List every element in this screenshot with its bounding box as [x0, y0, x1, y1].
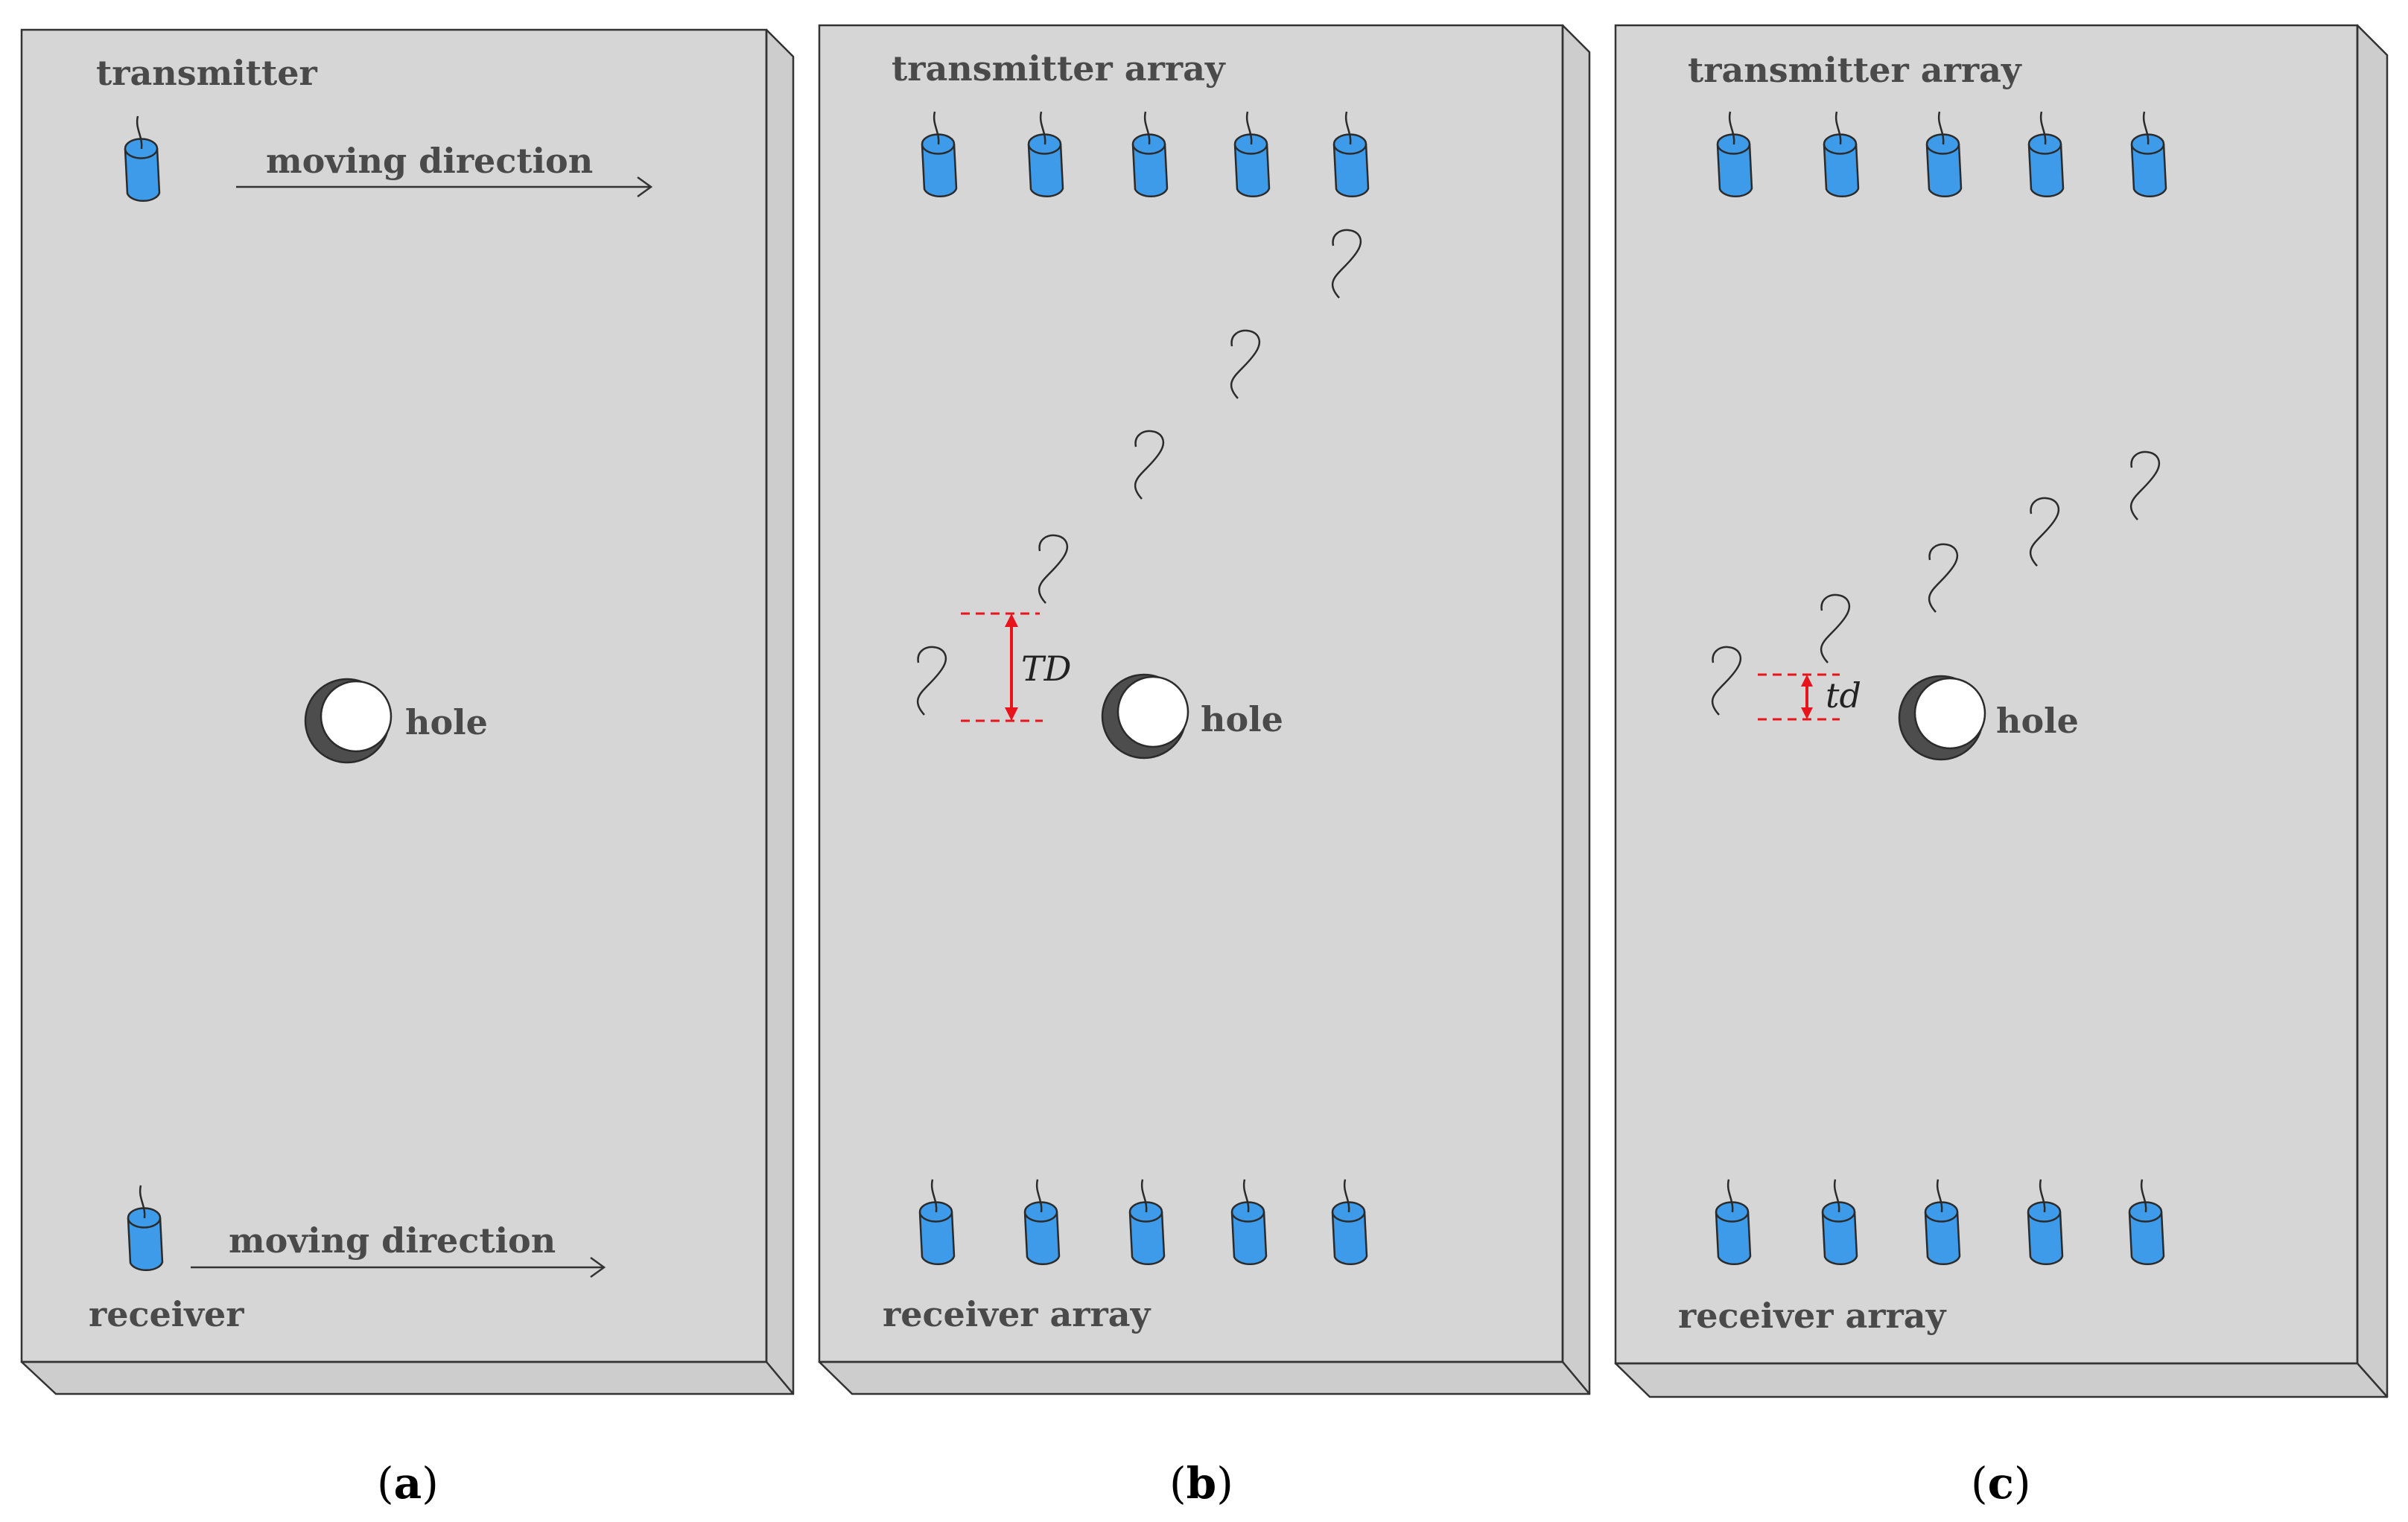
caption-c: (c): [1971, 1458, 2031, 1509]
receiver-array-label: receiver array: [1678, 1296, 1947, 1336]
td-small-dimension: [1758, 673, 1840, 721]
moving-direction-label-bottom: moving direction: [229, 1220, 556, 1261]
hole-label: hole: [405, 702, 488, 742]
moving-direction-label-top: moving direction: [266, 141, 593, 181]
moving-direction-arrow-bottom: [191, 1256, 606, 1279]
transmitter-label: transmitter: [96, 53, 318, 93]
moving-direction-arrow-top: [236, 176, 653, 198]
plate: [20, 28, 795, 1395]
caption-b: (b): [1169, 1458, 1233, 1509]
transmitter-array-label: transmitter array: [1688, 50, 2022, 90]
td-dimension: [961, 612, 1043, 722]
hole-label: hole: [1201, 699, 1283, 739]
plate: [1614, 24, 2389, 1398]
td-label: TD: [1021, 649, 1072, 689]
transmitter-array-label: transmitter array: [892, 48, 1226, 89]
td-label: td: [1826, 675, 1861, 716]
receiver-label: receiver: [89, 1294, 244, 1334]
panel-c: transmitter array td hole: [1614, 24, 2389, 1509]
plate: [818, 24, 1591, 1395]
caption-a: (a): [377, 1458, 439, 1509]
receiver-array-label: receiver array: [883, 1294, 1151, 1334]
panel-b: transmitter array TD hole: [818, 24, 1591, 1509]
panel-a: transmitter moving direction hole moving…: [20, 28, 795, 1509]
hole-label: hole: [1996, 701, 2079, 741]
